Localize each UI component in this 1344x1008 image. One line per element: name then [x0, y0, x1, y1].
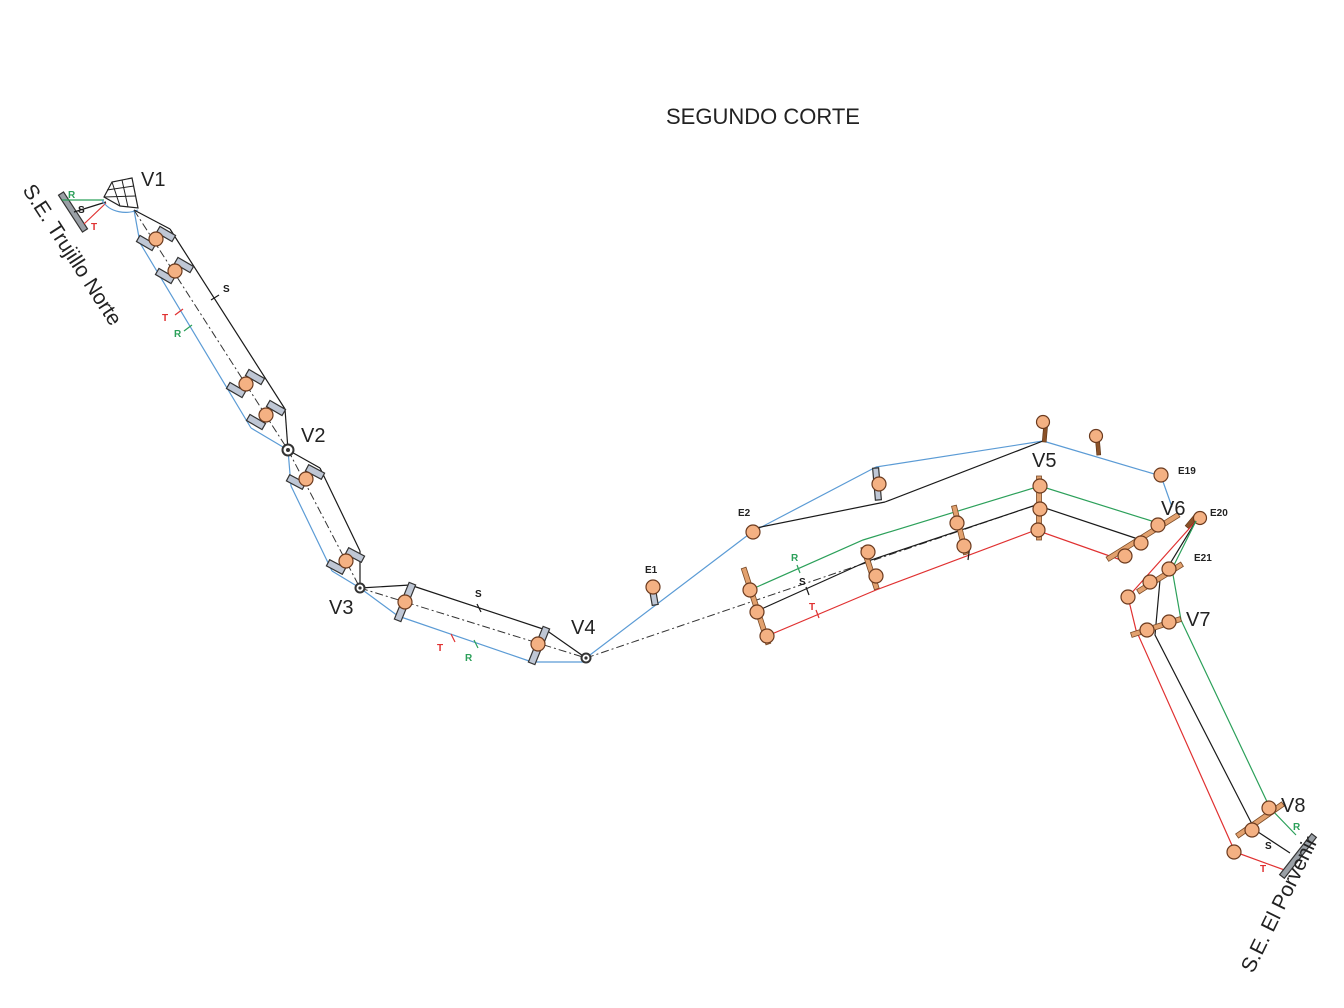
- structure-label-e1: E1: [645, 565, 658, 576]
- pole: [1117, 548, 1133, 564]
- substation-bus-porvenir: [1278, 832, 1318, 880]
- phase-label-r: R: [791, 553, 799, 564]
- pole: [1161, 561, 1177, 577]
- pole: [759, 628, 775, 644]
- substation-bus-trujillo: [57, 191, 89, 233]
- pole: [1261, 800, 1277, 816]
- section-v6-v8: [1120, 510, 1318, 880]
- pole-e1: [645, 579, 661, 595]
- phase-label-s: S: [799, 577, 806, 588]
- phase-label-r: R: [1293, 822, 1301, 833]
- pole: [949, 515, 965, 531]
- pole: [1133, 535, 1149, 551]
- pole: [871, 476, 887, 492]
- vertex-label-v3: V3: [329, 597, 353, 619]
- vertex-label-v8: V8: [1281, 795, 1305, 817]
- pole: [1226, 844, 1242, 860]
- pole: [258, 407, 274, 423]
- vertex-label-v4: V4: [571, 617, 595, 639]
- vertex-label-v2: V2: [301, 425, 325, 447]
- vertex-label-v6: V6: [1161, 498, 1185, 520]
- pole: [238, 376, 254, 392]
- phase-label-r: R: [465, 653, 473, 664]
- phase-label-t: T: [809, 602, 815, 613]
- phase-label-s: S: [223, 284, 230, 295]
- pole: [530, 636, 546, 652]
- phase-label-t: T: [162, 313, 168, 324]
- section-triple-circuit: [740, 475, 1181, 646]
- section-v1-v2: [57, 177, 289, 451]
- station-label-end: S.E. El Porvenir: [1237, 833, 1323, 976]
- pole-e2: [745, 524, 761, 540]
- structure-label-e19: E19: [1178, 466, 1196, 477]
- pole: [1161, 614, 1177, 630]
- phase-label-t: T: [91, 222, 97, 233]
- pole: [1030, 522, 1046, 538]
- pole: [1035, 414, 1051, 430]
- phase-label-t: T: [1260, 864, 1266, 875]
- pole: [338, 553, 354, 569]
- vertex-label-v1: V1: [141, 169, 165, 191]
- pole: [1142, 574, 1158, 590]
- phase-label-r: R: [68, 190, 76, 201]
- pole: [1088, 428, 1104, 444]
- section-v4-v5: [585, 414, 1173, 659]
- pole-e20: [1192, 510, 1208, 526]
- pole: [1120, 589, 1136, 605]
- phase-label-s: S: [78, 205, 85, 216]
- pole: [956, 538, 972, 554]
- structure-label-e20: E20: [1210, 508, 1228, 519]
- phase-label-t: T: [437, 643, 443, 654]
- section-v3-v4: [359, 581, 587, 666]
- pole: [167, 263, 183, 279]
- phase-label-s: S: [1265, 841, 1272, 852]
- vertex-v1-symbol: [103, 177, 139, 209]
- pole: [860, 544, 876, 560]
- diagram-title: SEGUNDO CORTE: [666, 104, 860, 129]
- pole: [397, 594, 413, 610]
- pole: [1150, 517, 1166, 533]
- phase-label-r: R: [174, 329, 182, 340]
- structure-label-e2: E2: [738, 508, 751, 519]
- pole: [148, 231, 164, 247]
- pole: [868, 568, 884, 584]
- pole: [1032, 501, 1048, 517]
- pole: [742, 582, 758, 598]
- pole: [1032, 478, 1048, 494]
- pole: [1139, 622, 1155, 638]
- pole: [298, 471, 314, 487]
- station-label-start: S.E. Trujillo Norte: [18, 180, 126, 330]
- vertex-label-v7: V7: [1186, 609, 1210, 631]
- pole-e19: [1153, 467, 1169, 483]
- phase-label-s: S: [475, 589, 482, 600]
- structure-label-e21: E21: [1194, 553, 1212, 564]
- pole: [1244, 822, 1260, 838]
- section-v2-v3: [285, 449, 366, 589]
- vertex-label-v5: V5: [1032, 450, 1056, 472]
- pole: [749, 604, 765, 620]
- vertex-markers: [281, 443, 592, 664]
